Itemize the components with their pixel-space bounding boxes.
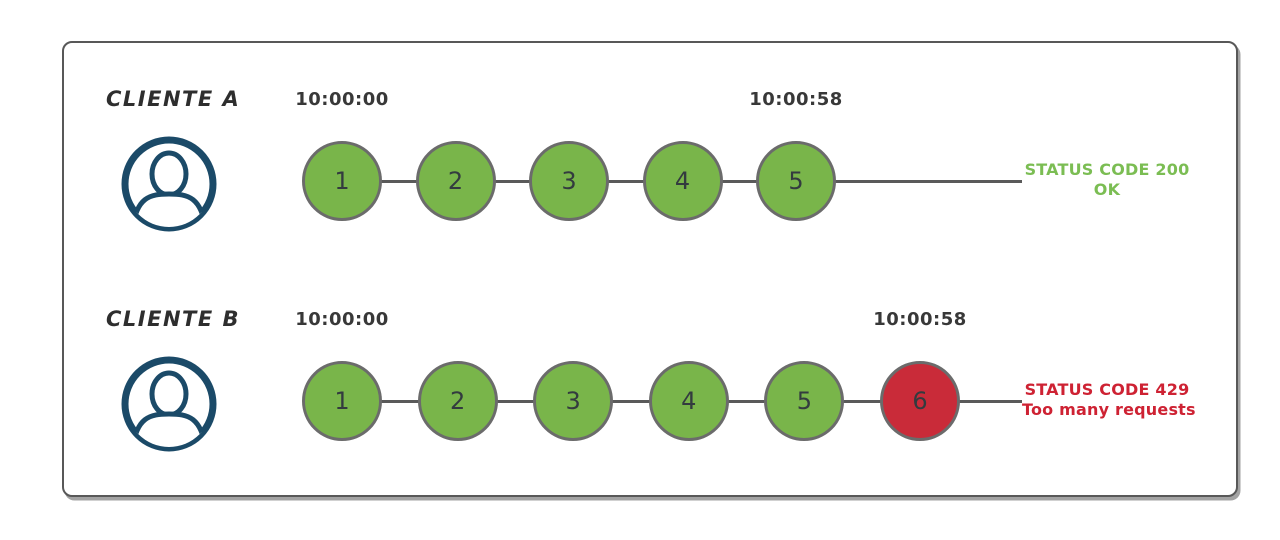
request-number: 4 (681, 387, 697, 415)
status-message: STATUS CODE 429 Too many requests (1022, 380, 1196, 420)
request-number: 1 (334, 167, 350, 195)
request-circle-6: 6 (880, 361, 960, 441)
request-number: 1 (334, 387, 350, 415)
user-avatar-icon (119, 354, 219, 454)
request-track: 1 2 3 4 5 6 (64, 307, 1236, 467)
status-code-text: STATUS CODE 429 (1024, 380, 1190, 399)
request-number: 2 (449, 387, 466, 415)
request-circle-4: 4 (642, 141, 723, 221)
request-number: 3 (565, 387, 581, 415)
end-time-label: 10:00:58 (873, 309, 967, 330)
diagram-frame: CLIENTE A 10:00:00 10:00:58 1 2 3 4 5 STATUS… (62, 41, 1238, 497)
request-circle-2: 2 (417, 361, 498, 441)
status-description-text: OK (1093, 180, 1121, 199)
request-circle-4: 4 (648, 361, 729, 441)
request-number: 6 (912, 387, 928, 415)
request-number: 5 (788, 167, 804, 195)
request-number: 2 (447, 167, 464, 195)
request-circle-5: 5 (756, 141, 836, 221)
status-description-text: Too many requests (1022, 400, 1196, 419)
client-b-label: CLIENTE B (106, 307, 241, 331)
client-b-row: CLIENTE B 10:00:00 10:00:58 1 2 3 4 5 6 STATU… (64, 307, 1236, 467)
client-a-label: CLIENTE A (106, 87, 241, 111)
client-a-row: CLIENTE A 10:00:00 10:00:58 1 2 3 4 5 STATUS… (64, 87, 1236, 247)
status-code-text: STATUS CODE 200 (1024, 160, 1190, 179)
request-track: 1 2 3 4 5 (64, 87, 1236, 247)
request-number: 5 (796, 387, 813, 415)
request-number: 4 (674, 167, 691, 195)
start-time-label: 10:00:00 (295, 89, 389, 110)
request-circle-1: 1 (302, 361, 382, 441)
start-time-label: 10:00:00 (295, 309, 389, 330)
end-time-label: 10:00:58 (749, 89, 843, 110)
request-circle-2: 2 (415, 141, 496, 221)
request-circle-5: 5 (764, 361, 845, 441)
request-circle-3: 3 (529, 141, 609, 221)
request-circle-3: 3 (533, 361, 614, 441)
request-number: 3 (561, 167, 577, 195)
request-circle-1: 1 (302, 141, 382, 221)
user-avatar-icon (119, 134, 219, 234)
status-message: STATUS CODE 200 OK (1022, 160, 1192, 200)
